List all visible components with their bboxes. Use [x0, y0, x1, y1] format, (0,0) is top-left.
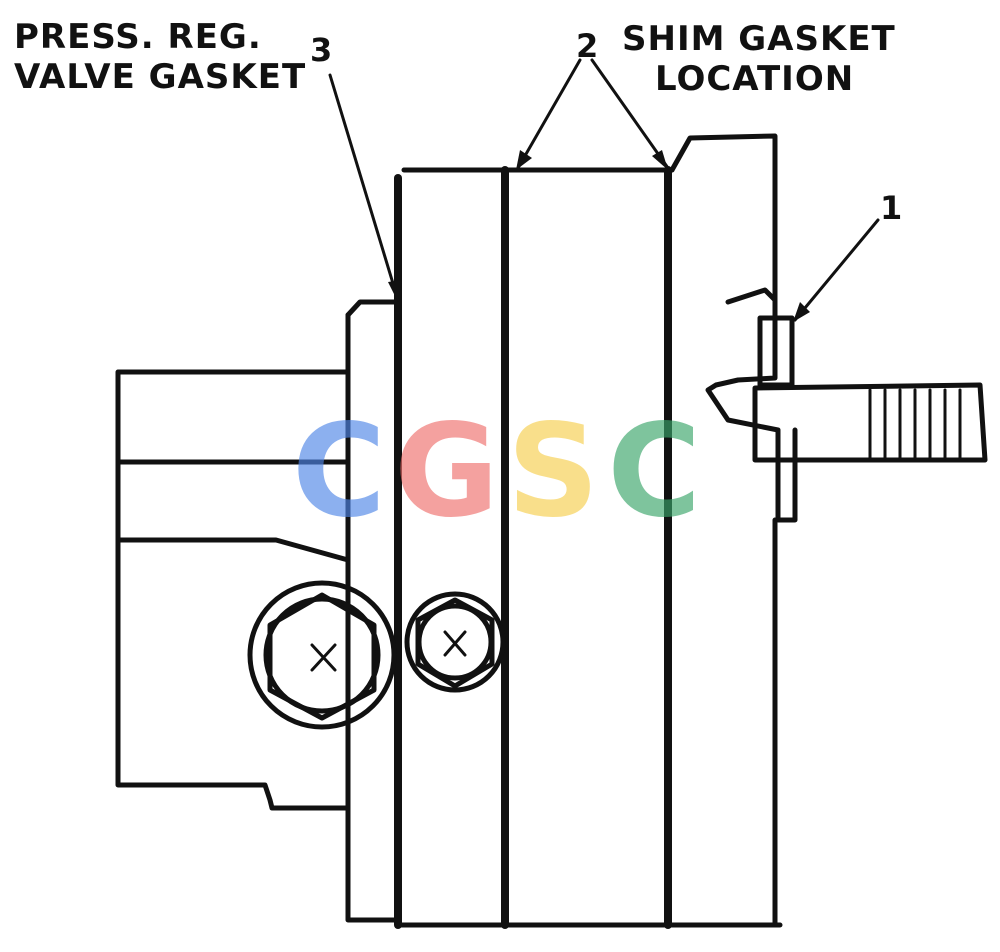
watermark-logo: C G S C — [292, 408, 712, 536]
bolt-large-hex — [267, 592, 377, 721]
shaft — [752, 382, 988, 463]
watermark-letter: C — [607, 397, 702, 546]
bolt-small-outer — [404, 591, 506, 693]
bolt-small-head — [416, 603, 494, 681]
rear-housing-upper — [345, 299, 401, 333]
leader-2-right — [590, 58, 670, 170]
callout-1: 1 — [880, 189, 904, 227]
watermark-letter: G — [393, 397, 499, 546]
label-shim-line2: LOCATION — [655, 59, 855, 99]
reg-flange — [345, 312, 401, 923]
bolt-small-hex — [415, 597, 495, 689]
bolt-large-mark — [310, 643, 337, 672]
leader-2-left — [516, 58, 582, 170]
label-shim-line1: SHIM GASKET — [622, 19, 896, 59]
leader-3 — [328, 73, 400, 302]
arrowhead-2-left — [516, 150, 532, 170]
front-cover — [669, 133, 778, 928]
label-press-reg-line2: VALVE GASKET — [14, 57, 307, 97]
seal-housing — [705, 287, 798, 523]
leader-1 — [793, 218, 880, 322]
seal-ring — [757, 315, 795, 388]
bolt-large-outer — [247, 580, 397, 730]
rear-housing — [115, 369, 351, 811]
callout-2: 2 — [576, 27, 600, 65]
shaft-splines — [868, 388, 962, 460]
arrowhead-1 — [793, 302, 810, 322]
label-press-reg-line1: PRESS. REG. — [14, 17, 262, 57]
arrowhead-3 — [388, 280, 402, 302]
arrowhead-2-right — [652, 150, 668, 170]
watermark-letter: C — [292, 397, 386, 546]
watermark-letter: S — [507, 397, 600, 546]
bolt-small-mark — [443, 630, 467, 657]
callout-3: 3 — [310, 31, 334, 69]
bolt-large-head — [263, 596, 381, 714]
